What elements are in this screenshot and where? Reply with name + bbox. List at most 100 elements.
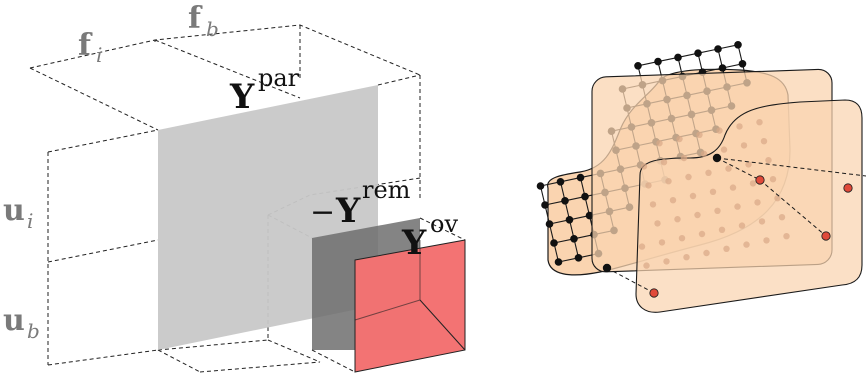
- ghost-node: [774, 195, 781, 202]
- ov-edge-2: [354, 299, 421, 321]
- ghost-node: [760, 138, 768, 145]
- ghost-node: [638, 243, 646, 250]
- label-y-par: Y par: [229, 64, 300, 117]
- front-layer: [635, 99, 863, 313]
- ghost-node: [754, 199, 761, 206]
- grid-node: [734, 41, 742, 49]
- label-y-rem-sup: rem: [362, 176, 411, 204]
- ghost-node: [778, 214, 786, 221]
- ghost-node: [745, 161, 752, 168]
- grid-node: [556, 178, 565, 186]
- grid-node: [565, 216, 574, 224]
- grid-node: [536, 182, 545, 190]
- layer-connectors: [606, 157, 866, 294]
- ghost-node: [763, 237, 770, 244]
- right-panel: [536, 41, 866, 313]
- grid-node: [654, 57, 662, 66]
- ghost-node: [654, 220, 661, 227]
- ghost-node: [643, 262, 650, 269]
- label-y-ov-sup: ov: [430, 210, 458, 238]
- ghost-node: [738, 222, 746, 229]
- grid-node: [561, 197, 569, 205]
- grid-node: [550, 239, 558, 247]
- label-f-i-sub: i: [96, 43, 102, 67]
- grid-node: [541, 201, 549, 209]
- ghost-node: [669, 197, 677, 204]
- ghost-node: [700, 150, 708, 157]
- grid-node: [581, 192, 589, 201]
- grid-node: [634, 62, 642, 70]
- ghost-node: [694, 211, 701, 219]
- label-f-i: f i: [78, 28, 102, 67]
- ghost-node: [749, 180, 757, 187]
- grid-node: [574, 253, 583, 262]
- node-red-1: [755, 175, 765, 185]
- ghost-node: [729, 184, 737, 191]
- label-u-i: u i: [3, 193, 33, 233]
- grid-node: [738, 60, 747, 68]
- ghost-node: [645, 182, 652, 189]
- label-y-rem-prefix: −: [310, 195, 335, 230]
- ghost-node: [758, 218, 766, 225]
- ghost-node: [736, 123, 743, 130]
- grid-node: [674, 53, 682, 62]
- ghost-node: [676, 135, 683, 143]
- label-y-rem-base: Y: [335, 191, 361, 231]
- label-y-par-base: Y: [229, 77, 255, 117]
- ghost-node: [743, 241, 750, 248]
- left-panel: f i f b u i u b Y par − Y rem Y ov: [3, 1, 466, 373]
- node-black-2: [602, 263, 612, 273]
- ghost-node: [683, 254, 690, 261]
- label-u-b-sub: b: [27, 319, 40, 343]
- ghost-node: [734, 203, 741, 210]
- label-y-par-sup: par: [258, 64, 300, 92]
- label-f-b-sub: b: [206, 17, 219, 41]
- ghost-node: [705, 169, 712, 176]
- ghost-node: [765, 157, 772, 164]
- ghost-node: [685, 173, 692, 181]
- label-f-b-base: f: [188, 1, 203, 36]
- grid-node: [714, 45, 722, 53]
- ghost-node: [656, 140, 663, 147]
- ghost-node: [663, 258, 670, 265]
- ghost-node: [640, 163, 648, 170]
- grid-node: [570, 235, 578, 243]
- label-u-b: u b: [3, 303, 40, 343]
- ghost-node: [709, 188, 717, 195]
- ghost-node: [703, 249, 710, 257]
- node-red-4: [843, 183, 853, 193]
- ghost-node: [658, 239, 666, 246]
- grid-node: [694, 49, 702, 57]
- ghost-node: [769, 176, 777, 183]
- ov-edge-1: [419, 299, 466, 351]
- ghost-node: [696, 131, 703, 138]
- grid-node: [554, 258, 563, 266]
- inner-dashed-lines: [311, 217, 466, 373]
- grid-node: [585, 211, 594, 220]
- ghost-node: [660, 159, 668, 166]
- label-y-ov-base: Y: [401, 223, 427, 263]
- ghost-node: [725, 165, 732, 172]
- grid-node: [576, 173, 585, 182]
- label-f-i-base: f: [78, 28, 93, 63]
- ghost-node: [714, 207, 721, 214]
- ghost-node: [716, 127, 723, 134]
- ghost-node: [649, 201, 657, 208]
- ghost-node: [740, 142, 748, 149]
- ghost-node: [689, 192, 697, 200]
- grid-node: [718, 64, 727, 72]
- ghost-node: [756, 119, 763, 126]
- label-u-b-base: u: [3, 303, 25, 338]
- label-y-rem: − Y rem: [310, 176, 411, 231]
- ghost-node: [674, 216, 681, 223]
- label-y-ov: Y ov: [401, 210, 458, 263]
- ghost-node: [718, 226, 726, 233]
- ghost-grid-nodes: [638, 119, 790, 269]
- ghost-node: [783, 233, 790, 240]
- node-black-1: [712, 153, 722, 163]
- ghost-node: [678, 235, 686, 242]
- ghost-node: [723, 245, 730, 252]
- ghost-node: [698, 230, 706, 238]
- label-u-i-base: u: [3, 193, 25, 228]
